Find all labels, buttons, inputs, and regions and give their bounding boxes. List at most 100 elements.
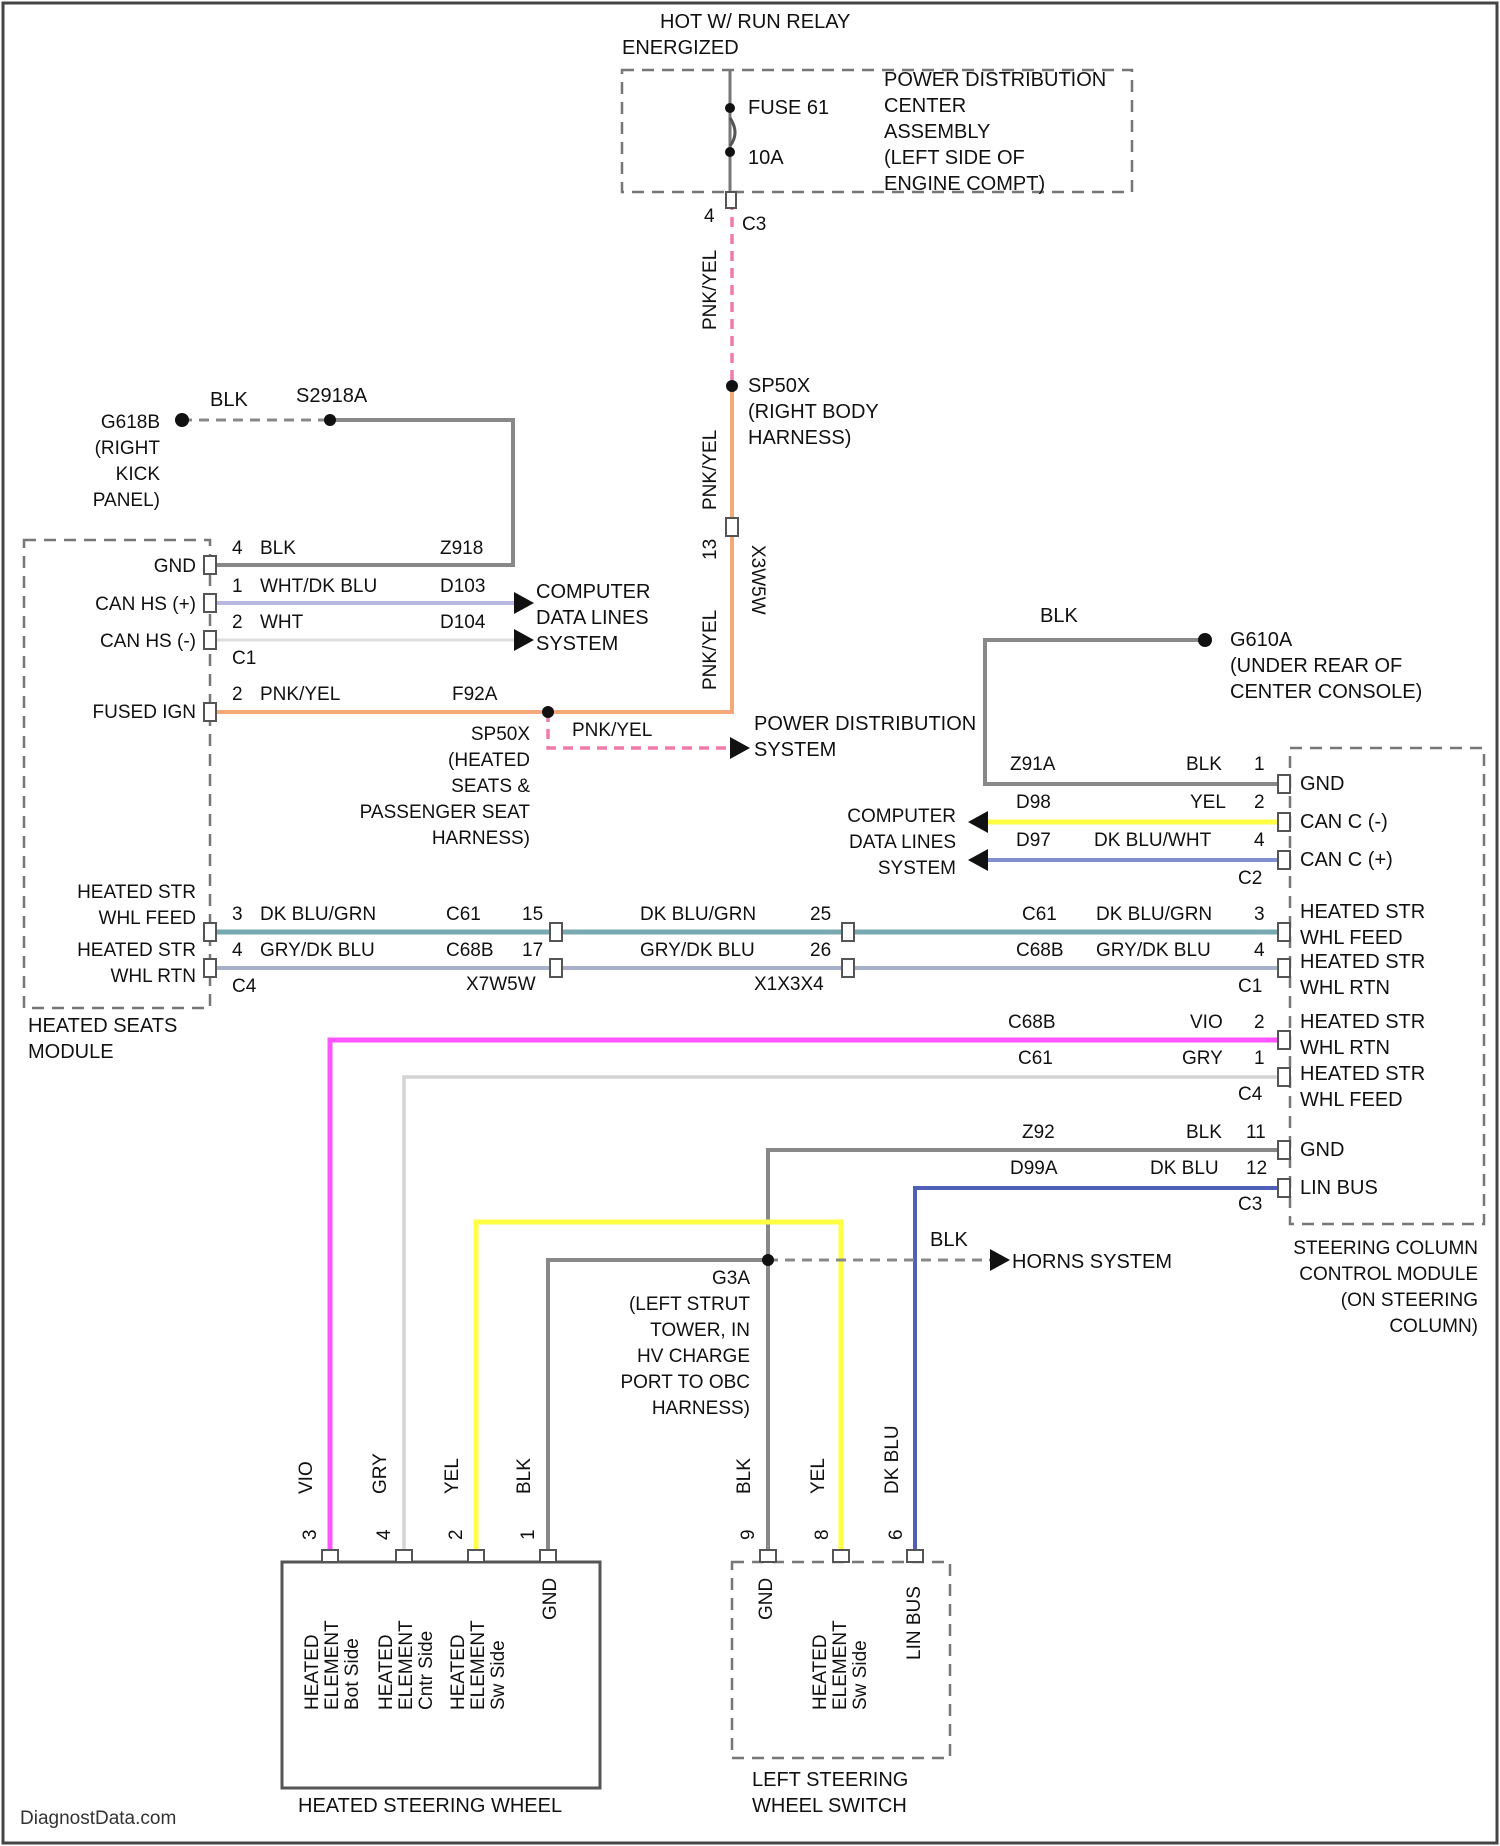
wheel-pin-2-num: 4 (374, 1529, 395, 1540)
riser-inline-connector (726, 518, 738, 536)
seat-c4-label: C4 (232, 976, 257, 997)
mid-a3-pin: 3 (1254, 904, 1265, 925)
mid-b3-circuit: C68B (1016, 940, 1064, 961)
svg-text:HARNESS): HARNESS) (652, 1398, 750, 1419)
arrow-can-hs-minus (514, 629, 534, 651)
sccm-c4-feed-label1: HEATED STR (1300, 1063, 1425, 1085)
sccm-canc-minus-circuit: D98 (1016, 792, 1051, 813)
sccm-c3-lin-circuit: D99A (1010, 1158, 1058, 1179)
ground-right-wire-color: BLK (1040, 605, 1078, 627)
sccm-c3-label: C3 (1238, 1194, 1262, 1215)
svg-text:G3A: G3A (712, 1268, 750, 1289)
sccm-canc-plus-circuit: D97 (1016, 830, 1051, 851)
sccm-c3-gnd-circuit: Z92 (1022, 1122, 1055, 1143)
seat-w3-pin: 2 (232, 612, 243, 633)
svg-text:GND: GND (540, 1578, 561, 1620)
splice-right-body-desc1: (RIGHT BODY (748, 401, 879, 423)
sccm-c4-feed-label2: WHL FEED (1300, 1089, 1403, 1111)
splice-right-body-desc2: HARNESS) (748, 427, 851, 449)
mid-b2-pin: 26 (810, 940, 831, 961)
seat-module-label2: MODULE (28, 1041, 114, 1063)
svg-text:HEATED: HEATED (810, 1634, 831, 1710)
mid-b-pin: 4 (232, 940, 243, 961)
fuse-terminal-top (725, 103, 735, 113)
svg-text:(LEFT STRUT: (LEFT STRUT (629, 1294, 750, 1315)
switch-pin-8-num: 8 (812, 1529, 833, 1540)
switch-pin-9-color: BLK (734, 1458, 755, 1494)
ground-right-label: G610A (UNDER REAR OF CENTER CONSOLE) (1230, 629, 1422, 703)
watermark: DiagnostData.com (20, 1808, 176, 1829)
switch-pin-6-color: DK BLU (882, 1425, 903, 1494)
seat-w4-color: PNK/YEL (260, 684, 340, 705)
sccm-gnd-circuit: Z91A (1010, 754, 1056, 775)
sccm-c3-gnd-label: GND (1300, 1139, 1344, 1161)
seat-w3-circuit: D104 (440, 612, 486, 633)
svg-text:Bot Side: Bot Side (342, 1638, 363, 1710)
sccm-canc-minus-pin: 2 (1254, 792, 1265, 813)
splice-g3a (762, 1254, 774, 1266)
sccm-gnd-pin: 1 (1254, 754, 1265, 775)
sccm-rtn-label1: HEATED STR (1300, 951, 1425, 973)
svg-text:GND: GND (756, 1578, 777, 1620)
mid-a2-color: DK BLU/GRN (640, 904, 756, 925)
switch-pin-8-color: YEL (808, 1458, 829, 1494)
sccm-feed-label1: HEATED STR (1300, 901, 1425, 923)
svg-text:CENTER: CENTER (884, 95, 966, 117)
svg-text:(UNDER REAR OF: (UNDER REAR OF (1230, 655, 1402, 677)
svg-text:HEATED: HEATED (302, 1634, 323, 1710)
svg-text:DATA LINES: DATA LINES (536, 607, 649, 629)
svg-text:COMPUTER: COMPUTER (847, 806, 956, 827)
sccm-canc-minus-label: CAN C (-) (1300, 811, 1388, 833)
pds-label2: SYSTEM (754, 739, 836, 761)
mid-a2-pin: 25 (810, 904, 831, 925)
sccm-module-label: STEERING COLUMN CONTROL MODULE (ON STEER… (1293, 1238, 1478, 1337)
seat-fused-ign-label: FUSED IGN (93, 702, 196, 723)
svg-text:COLUMN): COLUMN) (1389, 1316, 1478, 1337)
svg-text:PASSENGER SEAT: PASSENGER SEAT (360, 802, 531, 823)
riser-wire-lower: PNK/YEL (700, 430, 721, 510)
svg-text:ELEMENT: ELEMENT (830, 1620, 851, 1710)
fuse-label: FUSE 61 (748, 97, 829, 119)
sccm-feed-label2: WHL FEED (1300, 927, 1403, 949)
mid-a-circuit: C61 (446, 904, 481, 925)
sccm-canc-minus-color: YEL (1190, 792, 1226, 813)
ground-left-label: G618B (RIGHT KICK PANEL) (93, 412, 161, 511)
inline1-id: X7W5W (466, 974, 536, 995)
svg-text:SEATS &: SEATS & (451, 776, 530, 797)
svg-text:HEATED: HEATED (448, 1634, 469, 1710)
mid-b2-color: GRY/DK BLU (640, 940, 755, 961)
switch-pin-6-num: 6 (886, 1529, 907, 1540)
pdc-conn-pin: 4 (704, 206, 715, 227)
sccm-canc-plus-color: DK BLU/WHT (1094, 830, 1212, 851)
ground-left-terminal (175, 413, 189, 427)
ground-right-terminal (1198, 633, 1212, 647)
wheel-pin-4-color: BLK (514, 1458, 535, 1494)
mid-b-color: GRY/DK BLU (260, 940, 375, 961)
arrow-can-hs-plus (514, 592, 534, 614)
svg-text:(ON STEERING: (ON STEERING (1341, 1290, 1478, 1311)
wheel-pin-1-color: VIO (296, 1461, 317, 1494)
sccm-c3-gnd-pin: 11 (1246, 1122, 1266, 1143)
svg-text:ELEMENT: ELEMENT (322, 1620, 343, 1710)
splice-s2918a-label: S2918A (296, 385, 368, 407)
svg-text:G610A: G610A (1230, 629, 1293, 651)
sccm-connectors (1278, 775, 1290, 1197)
seat-feed-label1: HEATED STR (77, 882, 196, 903)
svg-text:(RIGHT: (RIGHT (95, 438, 161, 459)
svg-text:TOWER, IN: TOWER, IN (650, 1320, 750, 1341)
splice-right-body-label: SP50X (748, 375, 810, 397)
wire-vio (330, 1040, 1278, 1558)
horn-branch-color: BLK (930, 1229, 968, 1251)
sccm-c4-label: C4 (1238, 1084, 1263, 1105)
sccm-rtn-label2: WHL RTN (1300, 977, 1390, 999)
svg-text:CENTER CONSOLE): CENTER CONSOLE) (1230, 681, 1422, 703)
seat-feed-label2: WHL FEED (99, 908, 196, 929)
sccm-c4-rtn-label1: HEATED STR (1300, 1011, 1425, 1033)
sccm-c4-rtn-pin: 2 (1254, 1012, 1265, 1033)
seat-gnd-label: GND (154, 556, 196, 577)
wire-lin-bus (915, 1188, 1278, 1558)
svg-text:ASSEMBLY: ASSEMBLY (884, 121, 990, 143)
seat-module-label1: HEATED SEATS (28, 1015, 177, 1037)
pdc-connector-pin (726, 192, 736, 208)
